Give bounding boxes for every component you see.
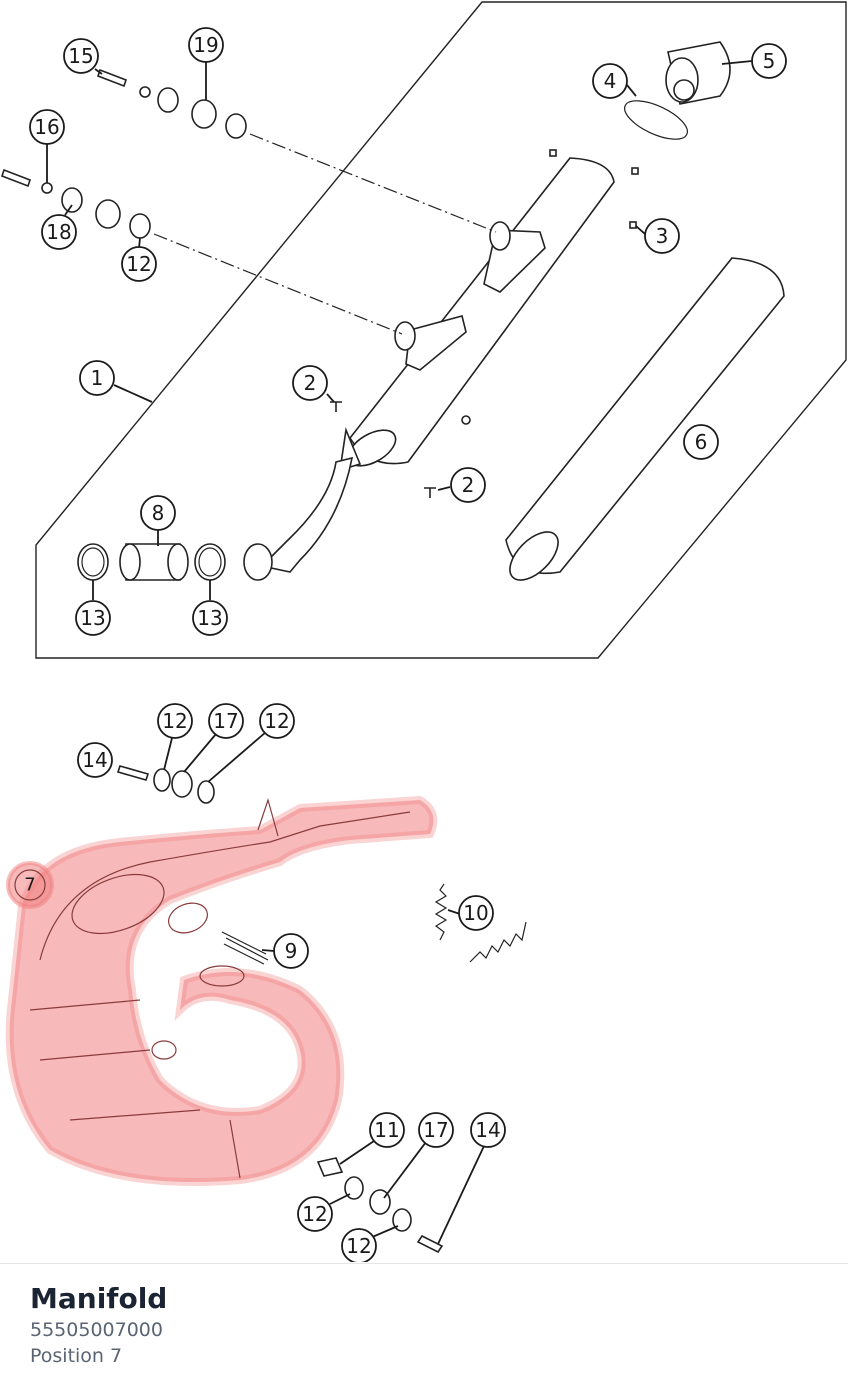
callout-13[interactable]: 13 <box>75 600 111 636</box>
svg-text:18: 18 <box>46 220 71 244</box>
callout-15[interactable]: 15 <box>63 38 99 74</box>
part-name: Manifold <box>30 1282 168 1315</box>
svg-text:12: 12 <box>126 252 151 276</box>
part-position: Position 7 <box>30 1345 123 1367</box>
callout-2[interactable]: 2 <box>292 365 328 401</box>
callout-2[interactable]: 2 <box>450 467 486 503</box>
callout-9[interactable]: 9 <box>273 933 309 969</box>
svg-text:13: 13 <box>197 606 222 630</box>
mounting-hardware-lower[interactable] <box>116 765 444 1254</box>
svg-text:2: 2 <box>462 473 475 497</box>
silencer-group-frame <box>35 1 847 659</box>
svg-text:7: 7 <box>24 875 35 896</box>
callout-7-selected[interactable]: 7 <box>6 861 54 909</box>
callout-16[interactable]: 16 <box>29 109 65 145</box>
callout-10[interactable]: 10 <box>458 895 494 931</box>
callout-13[interactable]: 13 <box>192 600 228 636</box>
svg-text:6: 6 <box>695 430 708 454</box>
callout-19[interactable]: 19 <box>188 27 224 63</box>
callout-14[interactable]: 14 <box>77 742 113 778</box>
svg-text:8: 8 <box>152 501 165 525</box>
svg-text:5: 5 <box>763 49 776 73</box>
callout-14[interactable]: 14 <box>470 1112 506 1148</box>
svg-text:17: 17 <box>423 1118 448 1142</box>
svg-text:10: 10 <box>463 901 488 925</box>
callout-18[interactable]: 18 <box>41 214 77 250</box>
callout-17[interactable]: 17 <box>418 1112 454 1148</box>
exhaust-springs[interactable] <box>434 883 527 963</box>
o-ring[interactable] <box>619 93 692 147</box>
svg-text:2: 2 <box>304 371 317 395</box>
callout-12[interactable]: 12 <box>341 1228 377 1262</box>
exploded-parts-diagram: 15 19 16 18 12 4 5 3 1 2 2 6 8 13 13 14 … <box>0 1 847 1262</box>
small-screws[interactable] <box>330 149 639 498</box>
callout-5[interactable]: 5 <box>751 43 787 79</box>
callout-6[interactable]: 6 <box>683 424 719 460</box>
svg-text:16: 16 <box>34 115 59 139</box>
callout-17[interactable]: 17 <box>208 703 244 739</box>
silencer-packing[interactable] <box>501 257 785 589</box>
silencer-body[interactable] <box>243 157 615 581</box>
mounting-hardware-upper[interactable] <box>0 68 247 239</box>
svg-text:4: 4 <box>604 69 617 93</box>
svg-text:12: 12 <box>264 709 289 733</box>
callout-12[interactable]: 12 <box>157 703 193 739</box>
connector-sleeve[interactable] <box>77 543 226 581</box>
svg-text:14: 14 <box>475 1118 500 1142</box>
svg-text:19: 19 <box>193 33 218 57</box>
svg-text:12: 12 <box>302 1202 327 1226</box>
svg-text:12: 12 <box>162 709 187 733</box>
svg-text:9: 9 <box>285 939 298 963</box>
svg-text:11: 11 <box>374 1118 399 1142</box>
end-cap[interactable] <box>665 41 731 105</box>
svg-text:17: 17 <box>213 709 238 733</box>
svg-text:1: 1 <box>91 366 104 390</box>
callout-8[interactable]: 8 <box>140 495 176 531</box>
callout-3[interactable]: 3 <box>644 218 680 254</box>
leader-lines <box>46 60 753 1245</box>
svg-text:14: 14 <box>82 748 107 772</box>
svg-text:3: 3 <box>656 224 669 248</box>
callout-1[interactable]: 1 <box>79 360 115 396</box>
manifold[interactable] <box>5 795 438 1186</box>
callout-12[interactable]: 12 <box>121 246 157 282</box>
svg-text:12: 12 <box>346 1234 371 1258</box>
callout-12[interactable]: 12 <box>259 703 295 739</box>
callout-12[interactable]: 12 <box>297 1196 333 1232</box>
svg-text:15: 15 <box>68 44 93 68</box>
svg-text:13: 13 <box>80 606 105 630</box>
callout-11[interactable]: 11 <box>369 1112 405 1148</box>
manifold-seals[interactable] <box>221 931 269 965</box>
part-number: 55505007000 <box>30 1319 163 1341</box>
part-info-panel: Manifold 55505007000 Position 7 <box>0 1263 848 1391</box>
callout-4[interactable]: 4 <box>592 63 628 99</box>
